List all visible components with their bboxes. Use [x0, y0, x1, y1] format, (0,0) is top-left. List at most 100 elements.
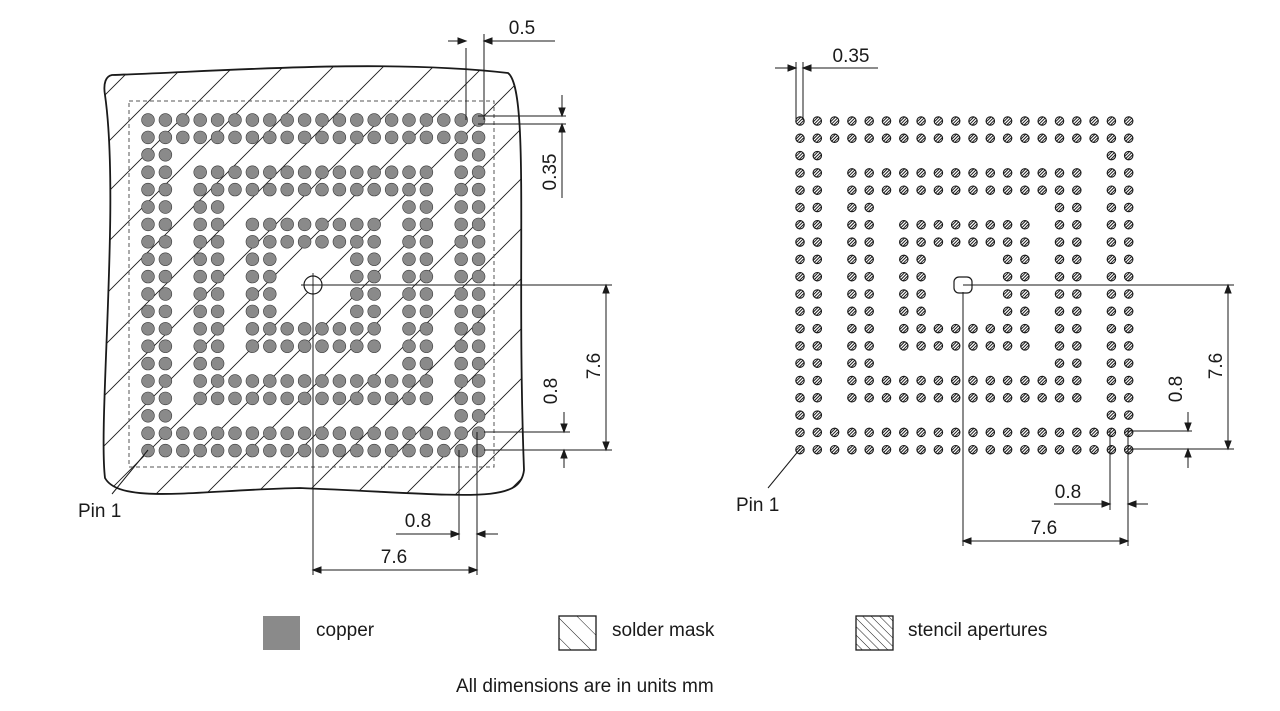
- stencil-aperture: [985, 341, 996, 351]
- stencil-aperture: [968, 323, 978, 334]
- stencil-aperture: [1072, 271, 1082, 282]
- copper-pad: [297, 391, 312, 406]
- copper-pad: [402, 356, 416, 371]
- copper-pad: [263, 269, 277, 284]
- copper-pad: [471, 269, 486, 284]
- stencil-aperture: [812, 306, 823, 317]
- copper-pad: [350, 130, 364, 145]
- copper-pad: [367, 182, 381, 197]
- copper-pad: [384, 130, 399, 145]
- copper-pad: [332, 235, 347, 249]
- stencil-aperture: [1106, 237, 1117, 247]
- copper-pad: [158, 443, 173, 458]
- copper-pad: [419, 130, 434, 145]
- copper-pad: [210, 217, 225, 232]
- stencil-aperture: [1002, 375, 1013, 386]
- copper-pad: [454, 287, 468, 301]
- copper-pad: [297, 339, 312, 353]
- stencil-aperture: [1106, 358, 1117, 368]
- stencil-aperture: [795, 393, 805, 403]
- stencil-aperture: [864, 427, 874, 438]
- stencil-aperture: [829, 444, 840, 455]
- dim-offset-vertical-right-label: 7.6: [1206, 353, 1227, 379]
- stencil-aperture: [795, 323, 805, 334]
- copper-pad: [384, 443, 399, 458]
- stencil-aperture: [1123, 116, 1134, 126]
- copper-pad: [141, 217, 155, 232]
- copper-pad: [228, 130, 242, 145]
- copper-pad: [367, 269, 381, 284]
- stencil-aperture: [985, 375, 996, 386]
- copper-pad: [263, 130, 277, 145]
- stencil-aperture: [985, 116, 996, 126]
- stencil-aperture: [1054, 116, 1065, 126]
- stencil-aperture: [1037, 393, 1047, 403]
- stencil-aperture: [1106, 220, 1117, 230]
- stencil-aperture: [1123, 410, 1134, 420]
- stencil-aperture: [847, 444, 857, 455]
- copper-pad: [402, 165, 416, 179]
- copper-pad: [402, 113, 416, 127]
- copper-pad: [176, 426, 190, 440]
- copper-pad: [332, 130, 347, 145]
- stencil-aperture: [847, 306, 857, 317]
- copper-pad: [263, 443, 277, 458]
- copper-pad: [263, 426, 277, 440]
- stencil-aperture: [899, 116, 909, 126]
- copper-pad: [315, 235, 329, 249]
- stencil-aperture: [1037, 116, 1047, 126]
- dim-pitch-horizontal-right-label: 0.8: [1055, 482, 1081, 503]
- stencil-aperture: [795, 271, 805, 282]
- copper-pad: [210, 339, 225, 353]
- stencil-aperture: [1002, 168, 1013, 178]
- stencil-aperture: [985, 444, 996, 455]
- copper-pad: [367, 165, 381, 179]
- stencil-aperture: [864, 393, 874, 403]
- stencil-aperture: [1123, 220, 1134, 230]
- stencil-aperture: [1054, 306, 1065, 317]
- stencil-aperture: [1020, 393, 1030, 403]
- copper-pad: [315, 322, 329, 336]
- copper-pad: [297, 165, 312, 179]
- stencil-aperture: [899, 427, 909, 438]
- stencil-aperture: [1072, 254, 1082, 265]
- copper-pad: [193, 304, 207, 319]
- stencil-aperture: [1089, 133, 1099, 144]
- copper-pad: [332, 165, 347, 179]
- dim-pitch-vertical-label: 0.8: [541, 378, 562, 404]
- stencil-aperture: [864, 133, 874, 144]
- copper-pads: [141, 113, 486, 458]
- copper-pad: [419, 235, 434, 249]
- stencil-aperture: [1072, 358, 1082, 368]
- stencil-aperture: [864, 289, 874, 299]
- copper-pad: [471, 339, 486, 353]
- copper-pad: [158, 339, 173, 353]
- stencil-aperture: [864, 444, 874, 455]
- stencil-aperture: [881, 116, 892, 126]
- stencil-aperture: [1123, 202, 1134, 213]
- copper-pad: [454, 165, 468, 179]
- copper-pad: [454, 356, 468, 371]
- copper-pad: [402, 200, 416, 214]
- copper-pad: [210, 374, 225, 388]
- copper-pad: [454, 304, 468, 319]
- copper-pad: [454, 148, 468, 162]
- copper-pad: [210, 322, 225, 336]
- stencil-aperture: [1002, 237, 1013, 247]
- copper-pad: [384, 374, 399, 388]
- stencil-aperture: [1072, 306, 1082, 317]
- stencil-aperture: [985, 237, 996, 247]
- copper-pad: [193, 322, 207, 336]
- stencil-aperture: [1106, 168, 1117, 178]
- stencil-aperture: [1002, 254, 1013, 265]
- stencil-aperture: [933, 237, 944, 247]
- copper-pad: [210, 165, 225, 179]
- stencil-aperture: [933, 444, 944, 455]
- stencil-aperture: [812, 237, 823, 247]
- copper-pad: [384, 113, 399, 127]
- stencil-aperture: [1020, 185, 1030, 195]
- dim-pad-diameter: [478, 95, 566, 198]
- stencil-aperture: [1123, 375, 1134, 386]
- stencil-aperture: [933, 168, 944, 178]
- stencil-aperture: [795, 358, 805, 368]
